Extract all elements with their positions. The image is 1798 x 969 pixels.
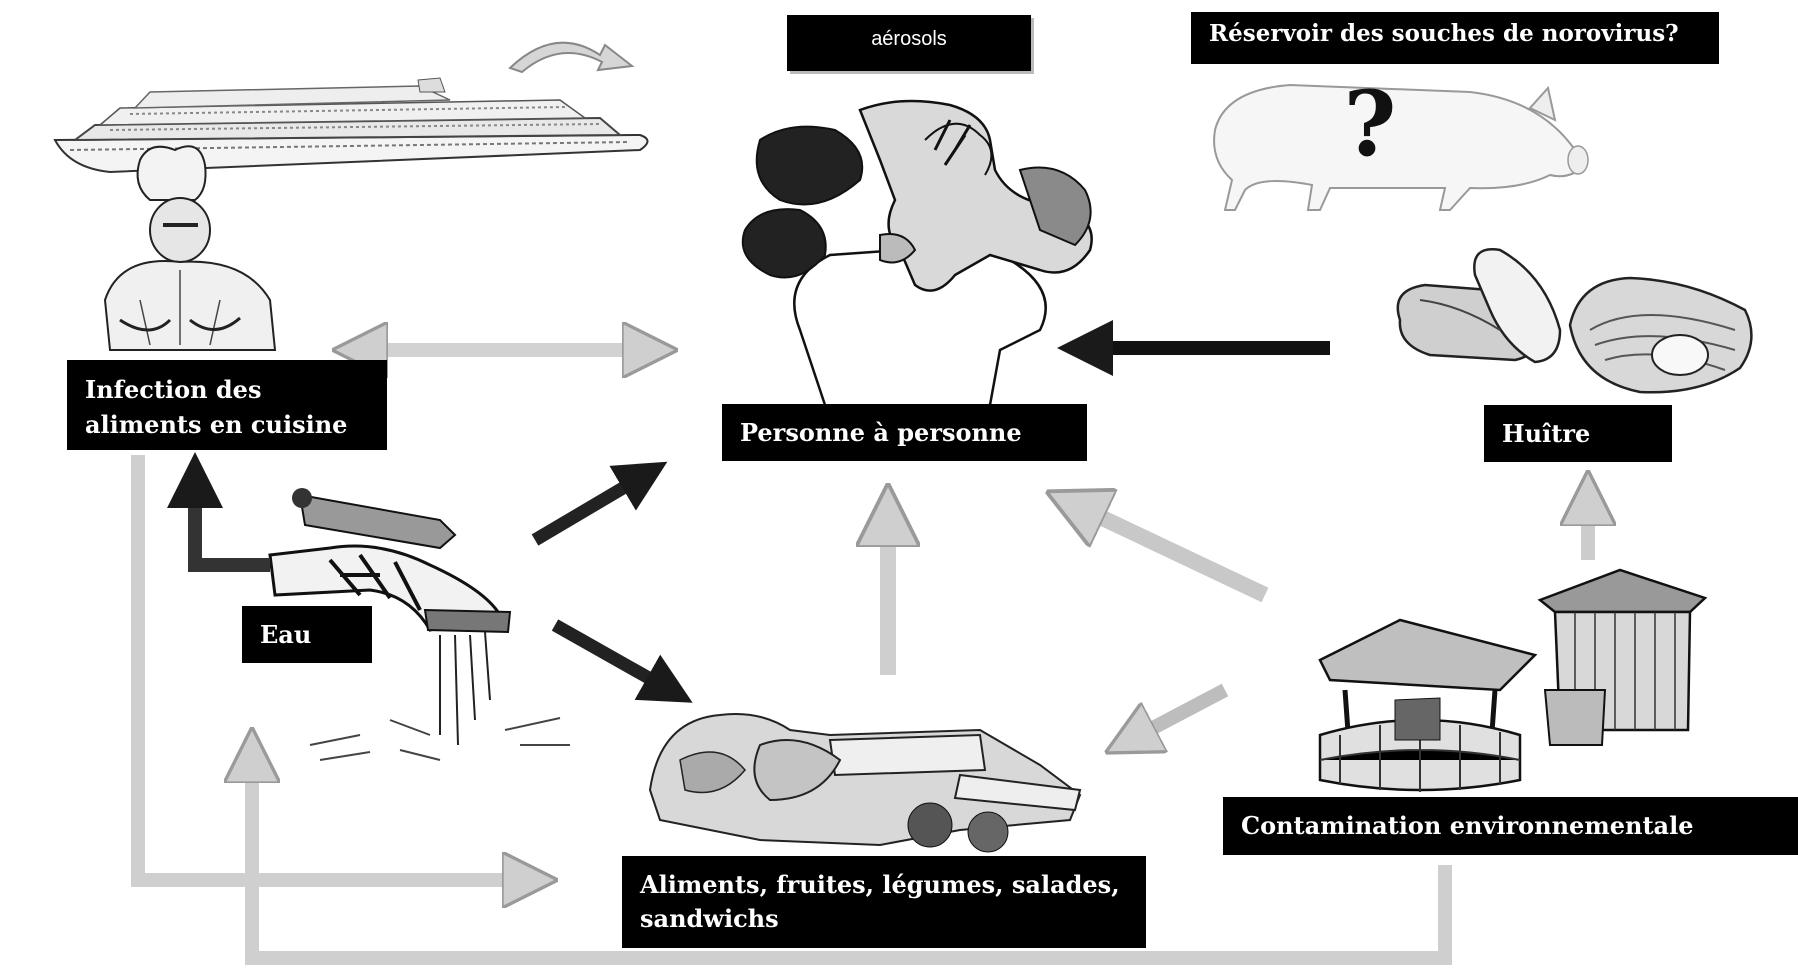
label-huitre: Huître xyxy=(1484,405,1672,462)
question-mark-icon: ? xyxy=(1344,71,1397,177)
arrow-cuisine-aliments xyxy=(131,455,530,880)
oyster-mussel-icon xyxy=(1396,248,1753,394)
pig-icon xyxy=(1213,83,1589,211)
well-icon xyxy=(1318,618,1538,792)
label-aerosols: aérosols xyxy=(787,15,1031,71)
people-kissing-icon xyxy=(741,99,1093,422)
arrow-environnement-eau-loop xyxy=(252,755,1452,965)
label-contamination-environnementale: Contamination environnementale xyxy=(1223,797,1798,855)
label-infection-cuisine: Infection des aliments en cuisine xyxy=(67,360,387,450)
label-aliments: Aliments, fruites, légumes, salades, san… xyxy=(622,856,1146,948)
outhouse-icon xyxy=(1537,568,1708,746)
cook-icon xyxy=(103,145,277,351)
label-eau: Eau xyxy=(242,606,372,663)
arrow-eau-personne xyxy=(531,461,668,546)
label-reservoir: Réservoir des souches de norovirus? xyxy=(1191,12,1719,64)
water-tap-icon xyxy=(268,488,570,761)
label-personne-a-personne: Personne à personne xyxy=(722,404,1087,461)
arrow-eau-aliments xyxy=(551,619,693,703)
arrow-eau-cuisine xyxy=(167,452,270,572)
food-pile-icon xyxy=(648,713,1082,853)
arrow-environnement-personne xyxy=(1075,505,1269,603)
curved-arrow-icon xyxy=(508,41,635,74)
arrow-environnement-aliments xyxy=(1130,683,1229,740)
